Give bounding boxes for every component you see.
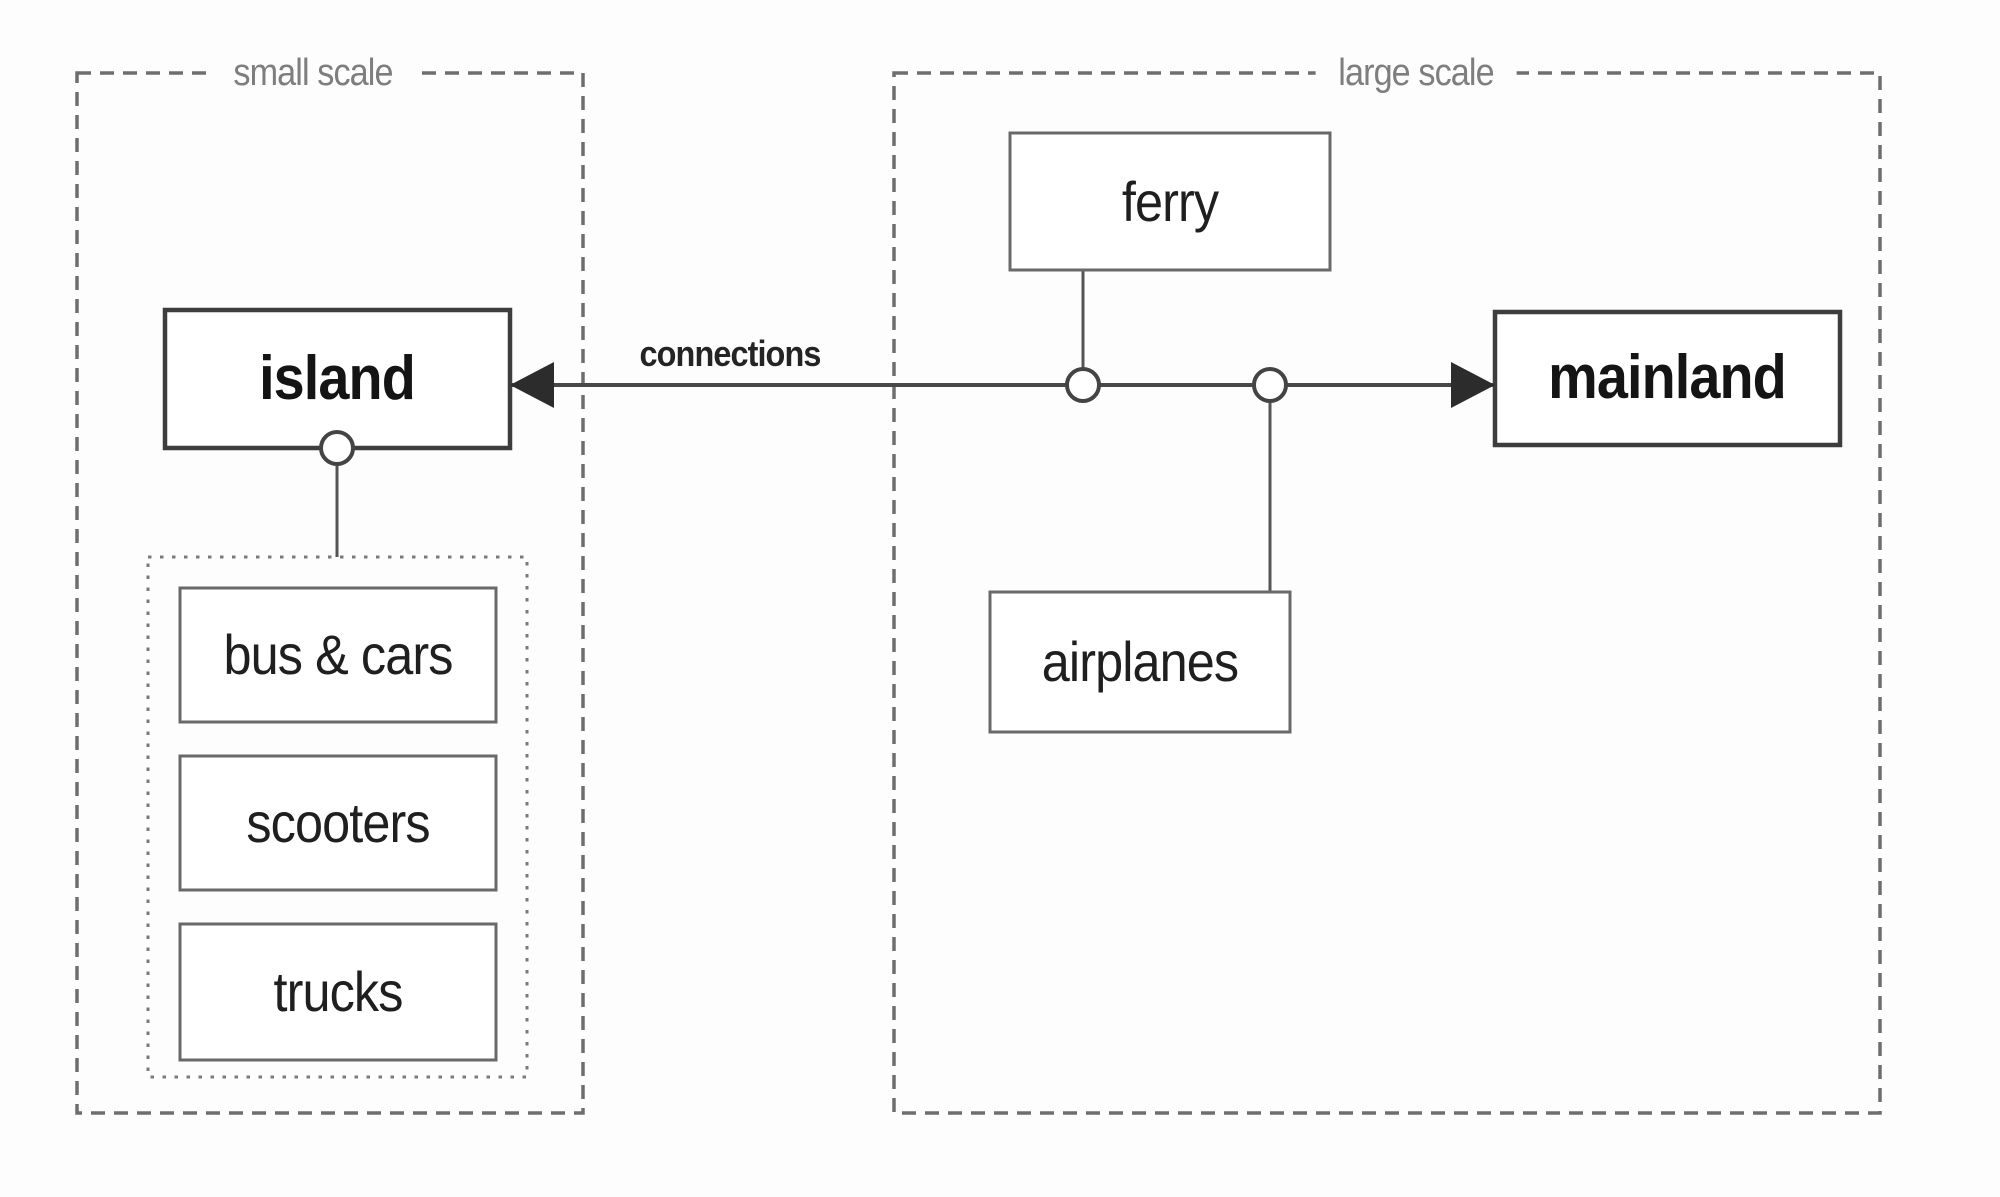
ferry-node [1008,131,1332,272]
airplanes-label: airplanes [1041,630,1239,693]
scooters-node [178,754,498,892]
trucks-label: trucks [273,960,403,1023]
airplanes-node [988,590,1292,734]
mainland-node [1492,309,1843,448]
vehicles-subgroup-border [146,555,529,1079]
ferry-label: ferry [1121,170,1219,233]
island-junction-circle-icon [319,430,355,466]
small-scale-group-label: small scale [210,52,416,94]
scooters-label: scooters [246,791,430,854]
arrowhead-right-icon [1451,362,1495,408]
airplanes-junction-circle-icon [1252,367,1288,403]
trucks-node [178,922,498,1062]
bus-cars-label: bus & cars [223,623,453,686]
mainland-label: mainland [1548,343,1787,412]
large-scale-group-label: large scale [1315,52,1517,94]
arrowhead-left-icon [510,362,554,408]
connections-edge-label: connections [639,333,822,374]
ferry-junction-circle-icon [1065,367,1101,403]
bus-cars-node [178,586,498,724]
island-label: island [259,344,416,413]
